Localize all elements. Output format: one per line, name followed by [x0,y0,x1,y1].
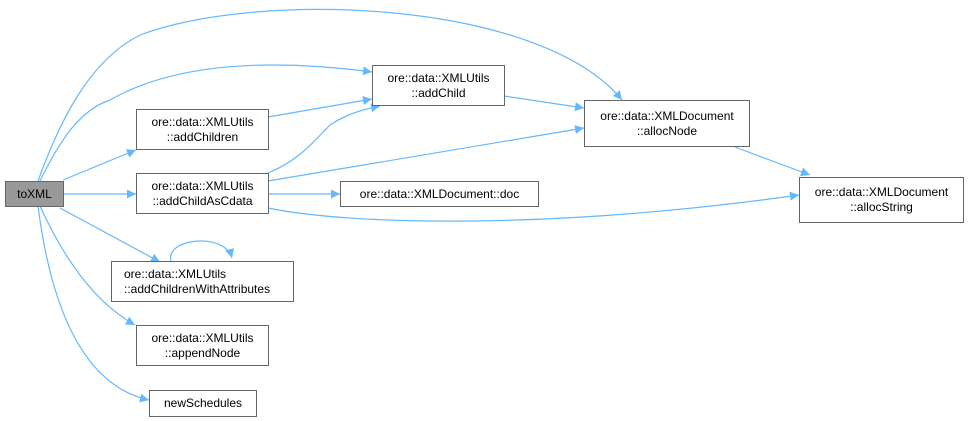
node-label-line1: ore::data::XMLUtils [124,266,227,281]
node-appendnode[interactable]: ore::data::XMLUtils ::appendNode [136,325,269,366]
node-addchildascdata[interactable]: ore::data::XMLUtils ::addChildAsCdata [136,173,269,214]
node-addchildrenwithattributes[interactable]: ore::data::XMLUtils ::addChildrenWithAtt… [111,261,294,302]
node-label-line1: ore::data::XMLDocument [814,185,949,199]
edge-toxml-addchildrenwithattributes [59,207,161,263]
node-newschedules[interactable]: newSchedules [149,390,257,417]
node-allocnode[interactable]: ore::data::XMLDocument ::allocNode [584,100,750,147]
node-label: newSchedules [163,396,243,410]
edge-addchildascdata-allocnode [267,125,585,182]
node-label-line2: ::addChild [411,85,466,100]
node-label-line1: ore::data::XMLUtils [387,70,490,85]
edge-addchildren-addchild [267,96,373,118]
node-label-line1: ore::data::XMLUtils [151,330,254,345]
node-doc[interactable]: ore::data::XMLDocument::doc [340,181,539,207]
edge-addchildascdata-allocstring [267,191,800,222]
edge-toxml-addchildren [62,149,137,181]
node-addchildren[interactable]: ore::data::XMLUtils ::addChildren [136,109,269,150]
node-label: toXML [17,186,52,201]
node-label-line1: ore::data::XMLUtils [151,178,254,193]
edge-toxml-appendnode [39,205,136,326]
edge-toxml-addchild [39,64,373,182]
node-label-line2: ::allocString [850,200,913,214]
edge-addchildascdata-addchild [267,103,381,174]
node-addchild[interactable]: ore::data::XMLUtils ::addChild [372,65,505,106]
node-label-line2: ::addChildrenWithAttributes [124,281,271,296]
node-label-line2: ::addChildAsCdata [152,193,253,208]
node-label-line1: ore::data::XMLDocument [600,108,734,123]
node-toxml: toXML [5,181,64,207]
edge-addchild-allocnode [503,95,585,112]
edge-allocnode-allocstring [734,146,811,177]
node-label-line2: ::appendNode [164,345,241,360]
node-allocstring[interactable]: ore::data::XMLDocument ::allocString [799,177,964,223]
edge-toxml-allocnode [37,8,623,182]
edge-toxml-newschedules [37,205,150,403]
node-label-line1: ore::data::XMLUtils [151,114,254,129]
node-label: ore::data::XMLDocument::doc [359,186,520,201]
node-label-line2: ::allocNode [636,123,698,138]
edge-self-addchildrenwithattributes [170,240,234,262]
node-label-line2: ::addChildren [166,129,239,144]
